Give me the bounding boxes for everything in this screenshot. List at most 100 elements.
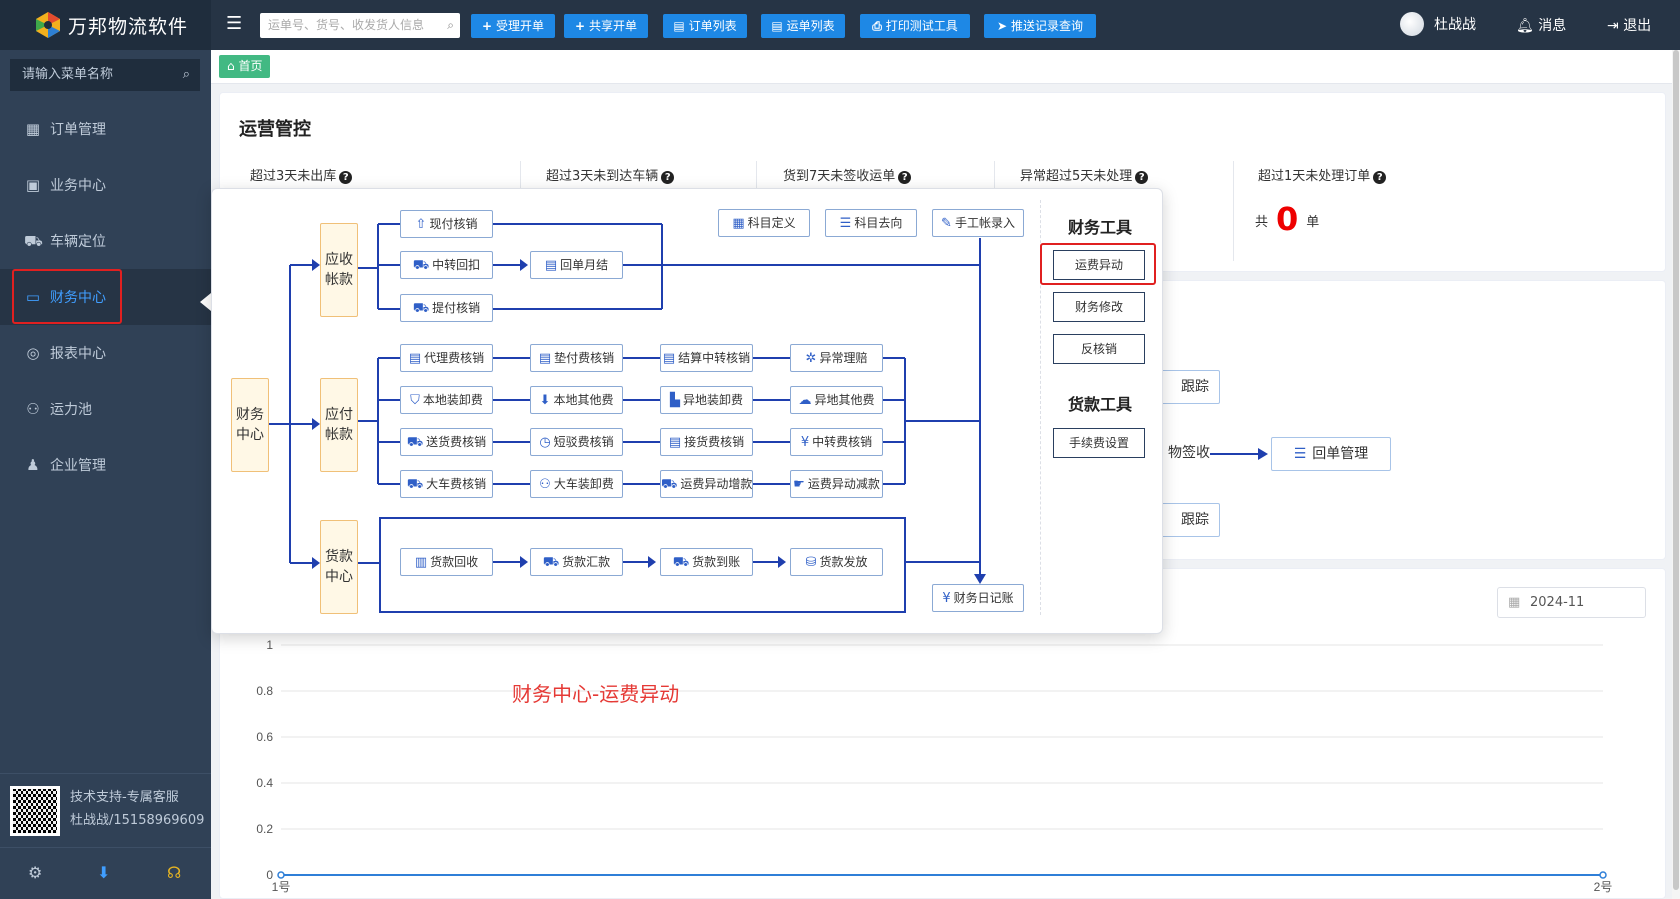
logo-icon bbox=[34, 11, 62, 39]
push-record-query-button[interactable]: ➤推送记录查询 bbox=[984, 14, 1096, 38]
menu-search-input[interactable]: 请输入菜单名称 ⌕ bbox=[10, 59, 200, 91]
warning-icon: ✲ bbox=[805, 351, 817, 366]
money-icon: ▤ bbox=[408, 351, 422, 366]
top-bar: 万邦物流软件 ☰ 运单号、货号、收发货人信息 ⌕ +受理开单 +共享开单 ▤订单… bbox=[0, 0, 1680, 50]
truck-icon: ⛟ bbox=[661, 477, 678, 492]
money-icon: ▭ bbox=[25, 288, 41, 306]
help-icon[interactable]: ? bbox=[1373, 171, 1387, 184]
money-icon: ▤ bbox=[662, 351, 676, 366]
cod-remit-node[interactable]: ⛟货款汇款 bbox=[530, 548, 623, 576]
finance-journal-node[interactable]: ¥财务日记账 bbox=[932, 584, 1024, 612]
truck-icon: ⛟ bbox=[24, 232, 43, 250]
sidebar-item-business[interactable]: ▣业务中心 bbox=[0, 157, 211, 213]
app-logo[interactable]: 万邦物流软件 bbox=[0, 0, 211, 50]
grid-icon: ▦ bbox=[732, 216, 745, 231]
download-icon[interactable]: ⬇ bbox=[97, 863, 111, 882]
operations-title: 运营管控 bbox=[239, 119, 311, 140]
receipt-management-box[interactable]: ☰回单管理 bbox=[1271, 437, 1391, 471]
sidebar-item-capacity-pool[interactable]: ⚇运力池 bbox=[0, 381, 211, 437]
help-icon[interactable]: ? bbox=[1135, 171, 1149, 184]
pickup-writeoff-node[interactable]: ⛟提付核销 bbox=[400, 294, 493, 322]
truck-handling-node[interactable]: ⚇大车装卸费 bbox=[530, 470, 623, 498]
cash-writeoff-node[interactable]: ⇧现付核销 bbox=[400, 210, 493, 238]
freight-change-highlight-box bbox=[1040, 243, 1156, 285]
global-search-input[interactable]: 运单号、货号、收发货人信息 ⌕ bbox=[260, 13, 460, 38]
menu-toggle-icon[interactable]: ☰ bbox=[226, 13, 243, 34]
month-picker[interactable]: ▦2024-11 bbox=[1497, 587, 1646, 618]
manual-entry-node[interactable]: ✎手工帐录入 bbox=[932, 209, 1024, 237]
sidebar-item-orders[interactable]: ▦订单管理 bbox=[0, 101, 211, 157]
transfer-settlement-node[interactable]: ▤结算中转核销 bbox=[660, 344, 753, 372]
receipt-monthly-node[interactable]: ▤回单月结 bbox=[530, 251, 623, 279]
advance-fee-node[interactable]: ▤垫付费核销 bbox=[530, 344, 623, 372]
waybill-list-button[interactable]: ▤运单列表 bbox=[761, 14, 845, 38]
messages-link[interactable]: 🔔︎ 消息 bbox=[1516, 18, 1567, 34]
network-icon: ⚇ bbox=[539, 477, 551, 492]
account-flow-node[interactable]: ☰科目去向 bbox=[825, 209, 917, 237]
help-icon[interactable]: ? bbox=[339, 171, 353, 184]
cod-center-node[interactable]: 货款中心 bbox=[320, 520, 358, 614]
user-name: 杜战战 bbox=[1434, 17, 1476, 33]
sidebar-item-finance[interactable]: ▭财务中心 bbox=[0, 269, 211, 325]
print-test-tool-button[interactable]: ⎙打印测试工具 bbox=[860, 14, 970, 38]
receivable-node[interactable]: 应收帐款 bbox=[320, 223, 358, 317]
gear-icon[interactable]: ⚙ bbox=[28, 863, 43, 882]
truck-fee-node[interactable]: ⛟大车费核销 bbox=[400, 470, 493, 498]
user-menu[interactable]: 杜战战 bbox=[1400, 12, 1476, 36]
cod-payout-node[interactable]: ⛁货款发放 bbox=[790, 548, 883, 576]
qr-code bbox=[10, 786, 60, 836]
help-icon[interactable]: ? bbox=[898, 171, 912, 184]
stat-unshipped: 超过3天未出库? bbox=[250, 165, 353, 184]
help-icon[interactable]: ? bbox=[661, 171, 675, 184]
fee-settings-tool-button[interactable]: 手续费设置 bbox=[1053, 428, 1145, 458]
shuttle-fee-node[interactable]: ◷短驳费核销 bbox=[530, 428, 623, 456]
sidebar-item-vehicle-location[interactable]: ⛟车辆定位 bbox=[0, 213, 211, 269]
app-title: 万邦物流软件 bbox=[68, 15, 189, 38]
page-scrollbar[interactable] bbox=[1672, 50, 1680, 899]
logout-link[interactable]: ⇥ 退出 bbox=[1607, 18, 1652, 34]
support-icon[interactable]: ☊ bbox=[167, 863, 182, 882]
transfer-rebate-node[interactable]: ⛟中转回扣 bbox=[400, 251, 493, 279]
sidebar-item-enterprise[interactable]: ♟企业管理 bbox=[0, 437, 211, 493]
share-order-button[interactable]: +共享开单 bbox=[564, 14, 648, 38]
search-icon[interactable]: ⌕ bbox=[447, 18, 454, 32]
upload-icon: ⇧ bbox=[415, 217, 427, 232]
tab-bar: ⌂ 首页 bbox=[211, 50, 1680, 84]
pickup-fee-node[interactable]: ▤接货费核销 bbox=[660, 428, 753, 456]
stat-unhandled-orders: 超过1天未处理订单? bbox=[1258, 165, 1387, 184]
local-handling-node[interactable]: ⛉本地装卸费 bbox=[400, 386, 493, 414]
stat-vehicles-not-arrived: 超过3天未到达车辆? bbox=[546, 165, 675, 184]
agency-fee-node[interactable]: ▤代理费核销 bbox=[400, 344, 493, 372]
coins-icon: ⛁ bbox=[805, 555, 817, 570]
tab-home[interactable]: ⌂ 首页 bbox=[219, 55, 271, 78]
delivery-fee-node[interactable]: ⛟送货费核销 bbox=[400, 428, 493, 456]
finance-modify-tool-button[interactable]: 财务修改 bbox=[1053, 292, 1145, 322]
claims-node[interactable]: ✲异常理赔 bbox=[790, 344, 883, 372]
payable-node[interactable]: 应付帐款 bbox=[320, 378, 358, 472]
freight-decrease-node[interactable]: ☛运费异动减款 bbox=[790, 470, 883, 498]
cod-arrival-node[interactable]: ⛟货款到账 bbox=[660, 548, 753, 576]
freight-change-tool-button[interactable]: 运费异动 bbox=[1053, 250, 1145, 280]
transfer-fee-node[interactable]: ¥中转费核销 bbox=[790, 428, 883, 456]
remote-other-node[interactable]: ☁异地其他费 bbox=[790, 386, 883, 414]
local-other-node[interactable]: ⬇本地其他费 bbox=[530, 386, 623, 414]
order-list-button[interactable]: ▤订单列表 bbox=[663, 14, 747, 38]
account-definition-node[interactable]: ▦科目定义 bbox=[718, 209, 810, 237]
sidebar-item-reports[interactable]: ◎报表中心 bbox=[0, 325, 211, 381]
print-icon: ⎙ bbox=[872, 19, 882, 33]
remote-handling-node[interactable]: ▙异地装卸费 bbox=[660, 386, 753, 414]
building-icon: ♟ bbox=[26, 456, 40, 474]
list-icon: ☰ bbox=[839, 216, 852, 231]
search-icon[interactable]: ⌕ bbox=[182, 67, 190, 82]
truck-icon: ⛟ bbox=[412, 258, 430, 273]
accept-order-button[interactable]: +受理开单 bbox=[471, 14, 555, 38]
truck-icon: ⛟ bbox=[412, 301, 430, 316]
stat-unsigned-waybills: 货到7天未签收运单? bbox=[783, 165, 912, 184]
bell-icon: 🔔︎ bbox=[1516, 18, 1534, 34]
cod-collect-node[interactable]: ▥货款回收 bbox=[400, 548, 493, 576]
document-icon: ▦ bbox=[25, 120, 41, 138]
finance-center-node[interactable]: 财务中心 bbox=[231, 378, 269, 472]
reverse-writeoff-tool-button[interactable]: 反核销 bbox=[1053, 334, 1145, 364]
freight-increase-node[interactable]: ⛟运费异动增款 bbox=[660, 470, 753, 498]
